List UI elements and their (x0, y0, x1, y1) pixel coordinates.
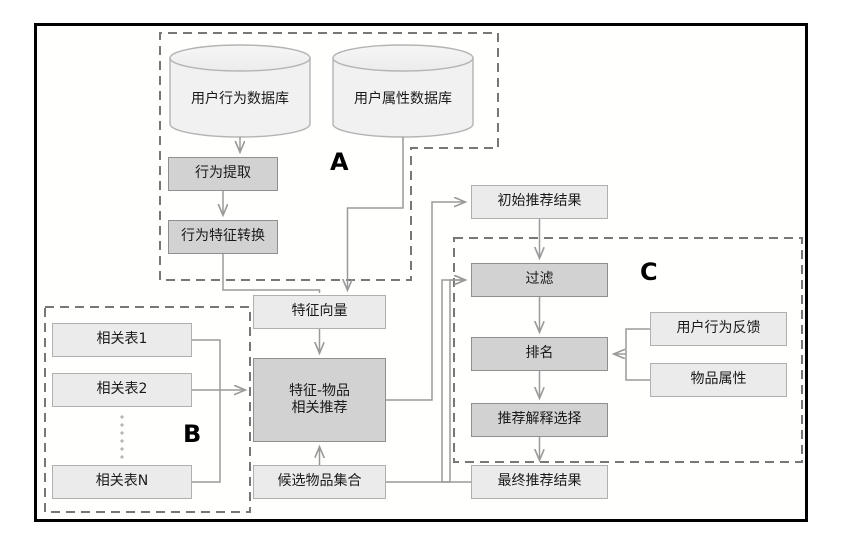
initial-recommend-result: 初始推荐结果 (471, 185, 608, 219)
group-label-C: C (640, 258, 658, 286)
recommend-explanation-select-line-0: 推荐解释选择 (497, 411, 582, 428)
relation-table-1-line-0: 相关表1 (96, 331, 148, 348)
ranking: 排名 (471, 337, 608, 371)
final-recommend-result-line-0: 最终推荐结果 (497, 473, 582, 490)
user-behavior-feedback-line-0: 用户行为反馈 (676, 320, 761, 337)
recommend-explanation-select: 推荐解释选择 (471, 403, 608, 437)
relation-table-n-line-0: 相关表N (95, 473, 149, 490)
behavior-extraction-line-0: 行为提取 (195, 165, 251, 182)
initial-recommend-result-line-0: 初始推荐结果 (497, 193, 582, 210)
candidate-item-set: 候选物品集合 (253, 465, 386, 499)
feature-vector-line-0: 特征向量 (291, 303, 348, 320)
user-behavior-db-label: 用户行为数据库 (191, 90, 289, 107)
user-attribute-db-label: 用户属性数据库 (354, 90, 452, 107)
item-attribute: 物品属性 (650, 363, 787, 397)
item-attribute-line-0: 物品属性 (690, 371, 747, 388)
filter-line-0: 过滤 (525, 271, 554, 288)
relation-table-1: 相关表1 (52, 323, 192, 357)
behavior-extraction: 行为提取 (168, 157, 278, 191)
feature-item-recommend: 特征-物品相关推荐 (253, 358, 386, 442)
filter: 过滤 (471, 263, 608, 297)
ranking-line-0: 排名 (525, 345, 554, 362)
behavior-feature-transform: 行为特征转换 (168, 220, 278, 254)
final-recommend-result: 最终推荐结果 (471, 465, 608, 499)
group-label-A: A (330, 148, 349, 176)
user-behavior-feedback: 用户行为反馈 (650, 312, 787, 346)
feature-item-recommend-line-1: 相关推荐 (291, 400, 348, 416)
behavior-feature-transform-line-0: 行为特征转换 (181, 228, 265, 245)
relation-table-2: 相关表2 (52, 373, 192, 407)
group-label-B: B (183, 420, 202, 448)
feature-item-recommend-line-0: 特征-物品 (288, 382, 351, 399)
relation-table-n: 相关表N (52, 465, 192, 499)
candidate-item-set-line-0: 候选物品集合 (277, 473, 362, 490)
relation-table-2-line-0: 相关表2 (96, 381, 148, 398)
feature-vector: 特征向量 (253, 295, 386, 329)
